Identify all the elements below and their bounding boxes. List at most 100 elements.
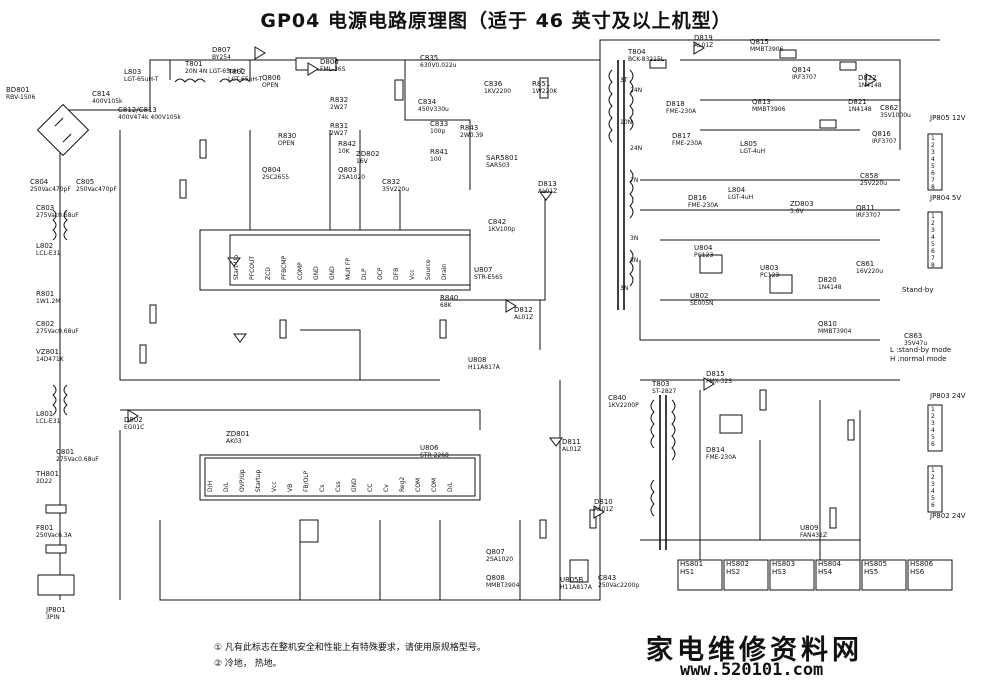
component-value-c804: 250Vac470pF [30,186,71,193]
component-value-d817: FME-230A [672,140,703,147]
component-value-u803: PC123 [760,272,779,279]
component-ref-u802: U802 [690,292,708,300]
ic-pin-label: CC [367,484,374,492]
component-ref-q803: Q803 [338,166,357,174]
component-ref-jp801: JP801 [45,606,66,614]
mode-normal: H :normal mode [890,355,947,363]
component-ref-q804: Q804 [262,166,281,174]
ic-pin-label: Mult FP [345,258,352,280]
heatsink-label: HS6 [910,568,925,576]
component-value-bd801: RBV-1506 [6,94,35,101]
component-ref-c858: C858 [860,172,878,180]
mode-standby: L :stand-by mode [890,346,952,354]
connector-pin: 3 [931,227,935,234]
ic-u806 [204,457,476,497]
connector-pin: 5 [931,495,935,502]
component-value-q804: 2SC2655 [262,174,289,181]
component-value-r832: 2W27 [330,104,348,111]
heatsink-label: HS1 [680,568,694,576]
ic-pin-label: PFCOUT [249,256,256,280]
ic-pin-label: D/L [447,481,454,492]
winding-label: 7N [630,177,638,184]
component-value-l802: LCL-E31 [36,250,61,257]
component-ref-q810: Q810 [818,320,837,328]
component-value-c805: 250Vac470pF [76,186,117,193]
component-value-q810: MMBT3904 [818,328,852,335]
component-ref-q816: Q816 [872,130,891,138]
connector-pin: 6 [931,170,935,177]
component-ref-l803: L803 [124,68,141,76]
heatsink-label: HS5 [864,568,878,576]
component-ref-d814: D814 [706,446,725,454]
connector-pin: 7 [931,255,935,262]
component-value-c802: 275Vac0.68uF [36,328,79,335]
ic-pin-label: GND [329,266,336,280]
ic-pin-label: OVP/Up [239,469,246,492]
connector-pin: 3 [931,149,935,156]
component-ref-t804: T804 [627,48,646,56]
ic-pin-label: Reg2 [399,477,406,492]
note-ground: ② 冷地， 热地。 [214,659,282,669]
component-ref-q807: Q807 [486,548,505,556]
component-value-c840: 1KV2200P [608,402,639,409]
connector-jp805: JP805 12V [929,114,966,122]
connector-pin: 1 [931,467,935,474]
component-value-q816: IRF3707 [872,138,897,145]
component-value-t801: 20N 4N LGT-65uH-T [185,68,244,75]
component-ref-d816: D816 [688,194,707,202]
winding-label: 24N [630,87,642,94]
component-ref-q814: Q814 [792,66,811,74]
component-value-t803: ST-2827 [652,388,677,395]
component-value-d821: 1N4148 [848,106,872,113]
component-ref-d815: D815 [706,370,725,378]
component-ref-c840: C840 [608,394,626,402]
component-ref-vz801: VZ801 [36,348,59,356]
connector-pin: 4 [931,427,935,434]
heatsinks [677,559,953,591]
component-ref-l804: L804 [728,186,746,194]
ic-pin-label: D/L [223,481,230,492]
component-value-d812: AL01Z [514,314,533,321]
component-ref-c834: C834 [418,98,437,106]
component-value-t804: BCK-83215L [628,56,665,63]
component-value-d819: AL01Z [694,42,713,49]
component-value-r851: 1W220K [532,88,558,95]
component-value-r840: 68K [440,302,453,309]
component-value-c843: 250Vac2200p [598,582,639,589]
component-ref-t801: T801 [184,60,203,68]
component-ref-u806: U806 [420,444,439,452]
connector-jp802: JP802 24V [929,512,966,520]
component-value-f801: 250Vac6.3A [36,532,73,539]
component-value-r841: 100 [430,156,442,163]
filter-chokes [52,78,251,416]
component-value-d818: FME-230A [666,108,697,115]
component-value-r801: 1W1.2M [36,298,60,305]
component-ref-d806: D806 [320,58,339,66]
heatsink-label: HS2 [726,568,740,576]
component-value-c834: 450V330u [418,106,449,113]
component-ref-c861: C861 [856,260,874,268]
heatsink-label: HS4 [818,568,833,576]
winding-label: 3T [620,77,628,84]
component-ref-u805b: U805B [560,576,583,584]
component-value-q806: OPEN [262,82,279,89]
component-value-vz801: 14D471K [36,356,65,363]
component-ref-zd802: ZD802 [356,150,380,158]
component-ref-d813: D813 [538,180,557,188]
component-ref-u807: U807 [474,266,492,274]
wiring [59,39,940,601]
ic-pin-label: OCP [377,267,384,280]
component-ref-r830: R830 [278,132,296,140]
ic-pin-label: GND [351,478,358,492]
component-value-c812-c813: 400V474k 400V105k [118,114,181,121]
ic-pin-label: Cv [383,484,390,492]
component-ref-r842: R842 [338,140,356,148]
component-value-l803: LGT-65uH-T [124,76,159,83]
heatsink-hs806: HS806 [910,560,934,568]
heatsink-hs802: HS802 [726,560,749,568]
bridge-rectifier [36,103,90,157]
connector-pin: 6 [931,248,935,255]
component-ref-d817: D817 [672,132,691,140]
component-value-d814: FME-230A [706,454,737,461]
component-value-u808: H11A817A [468,364,501,371]
